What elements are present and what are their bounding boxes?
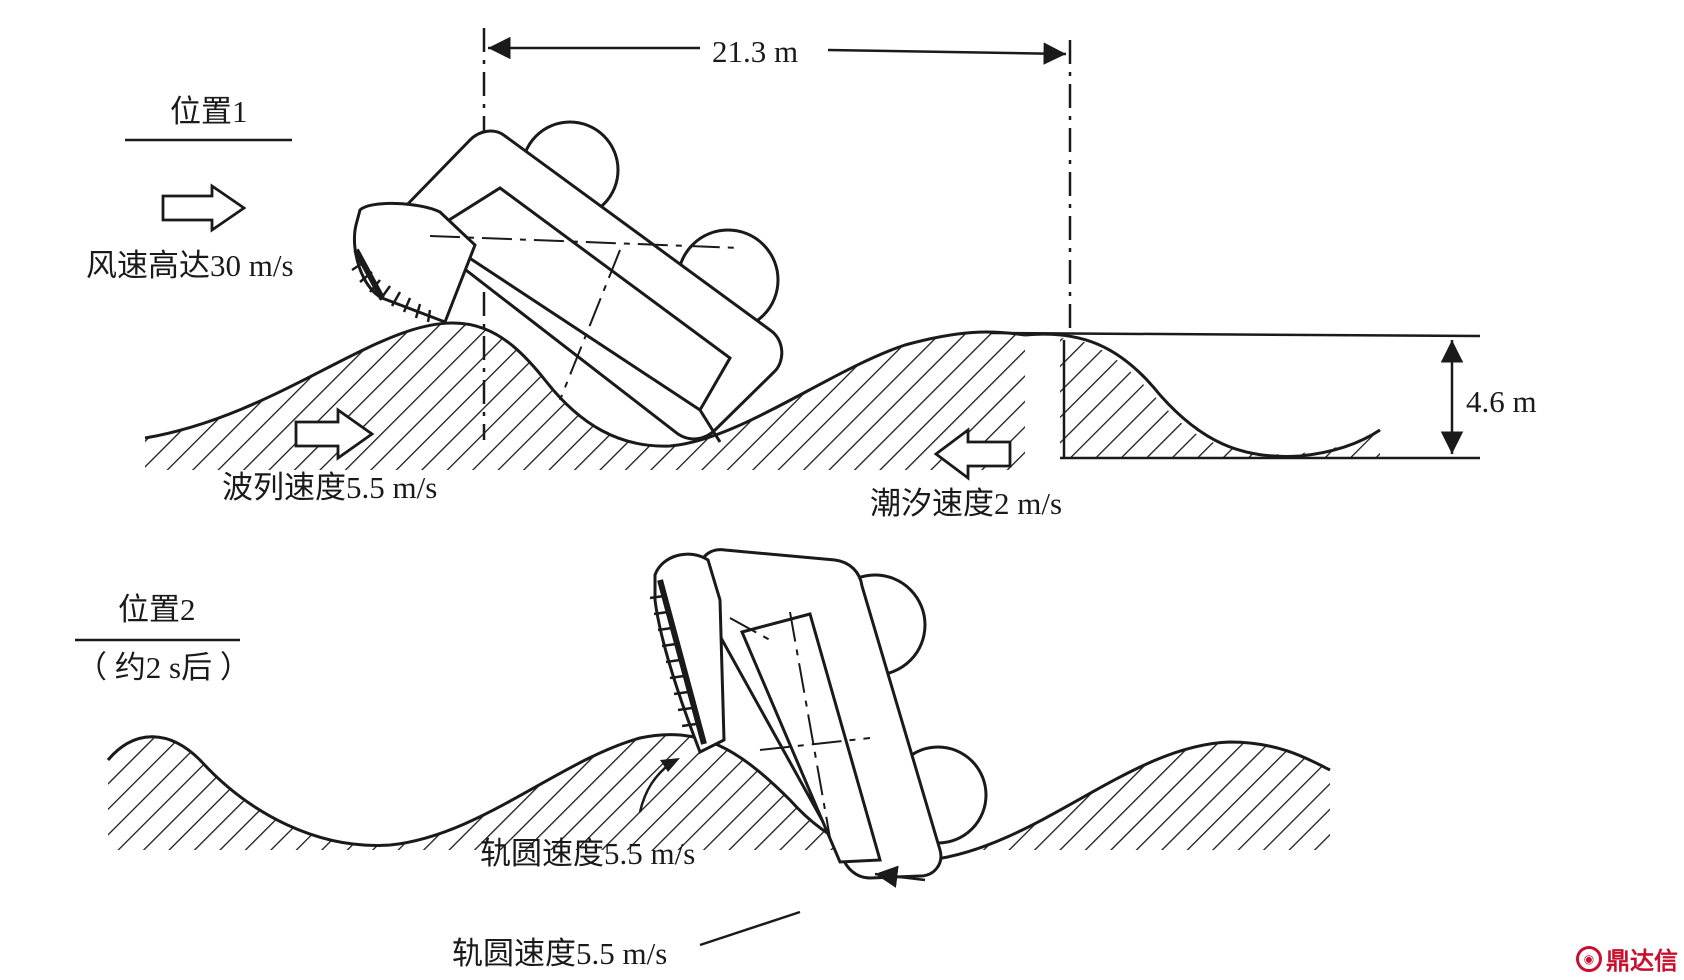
distance-dimension [482, 28, 1072, 440]
height-label: 4.6 m [1466, 384, 1537, 419]
wave-train-speed-label: 波列速度5.5 m/s [222, 470, 438, 505]
watermark-text: 鼎达信 [1606, 947, 1678, 975]
position1-label: 位置1 [170, 94, 248, 129]
tide-speed-label: 潮汐速度2 m/s [870, 486, 1063, 521]
vehicle-position-2 [653, 548, 988, 880]
vehicle-track-1 [351, 248, 432, 323]
wave-train-arrow [294, 407, 375, 461]
tide-arrow [933, 427, 1012, 481]
dingdaxin-logo-icon: ◉ [1576, 945, 1602, 972]
position2-label: 位置2 [118, 592, 196, 627]
vehicle-position-1 [352, 120, 784, 443]
vehicle-track-2 [649, 579, 707, 745]
orbital-velocity-label-2: 轨圆速度5.5 m/s [452, 936, 668, 971]
wind-speed-label: 风速高达30 m/s [86, 248, 294, 283]
watermark: ◉ 鼎达信 [1576, 941, 1678, 976]
wave-profile-1 [140, 321, 1040, 510]
wave-profile-2 [100, 733, 1340, 890]
orbital-velocity-label-1: 轨圆速度5.5 m/s [480, 836, 696, 871]
position2-time-label: （ 约2 s后 ） [76, 650, 251, 685]
wind-arrow [161, 183, 247, 233]
orbital-leaders [638, 758, 926, 947]
wave-trough-right [989, 331, 1481, 478]
distance-label: 21.3 m [712, 34, 799, 69]
